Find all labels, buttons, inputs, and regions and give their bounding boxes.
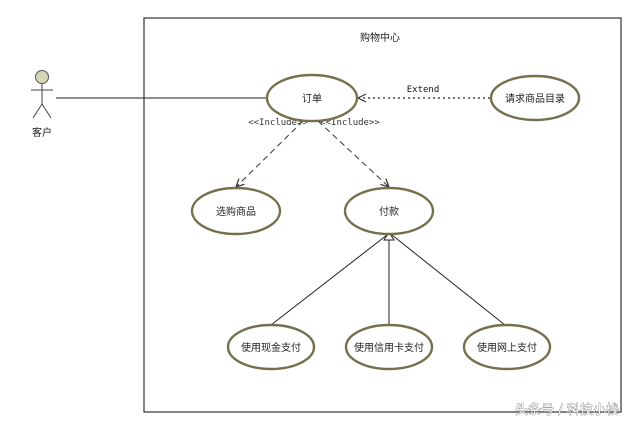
include-label-right: <<Include>> <box>320 118 380 128</box>
generalization-arrowhead <box>383 231 395 241</box>
include-line-select <box>236 120 304 187</box>
include-label-left: <<Include>> <box>248 118 308 128</box>
actor-head <box>35 70 49 84</box>
use-case-pay-credit-card-label: 使用信用卡支付 <box>354 341 424 354</box>
watermark: 头条号 / 科技小栈 <box>515 402 619 418</box>
use-case-order-label: 订单 <box>302 93 322 105</box>
use-case-payment[interactable]: 付款 <box>343 186 435 236</box>
actor-customer[interactable]: 客户 <box>31 70 53 140</box>
use-case-select-goods[interactable]: 选购商品 <box>190 186 282 236</box>
generalization-line-online <box>391 234 506 326</box>
extend-label: Extend <box>407 85 440 95</box>
use-case-pay-credit-card[interactable]: 使用信用卡支付 <box>344 323 434 371</box>
use-case-payment-label: 付款 <box>379 205 399 218</box>
generalization-line-cash <box>270 234 388 326</box>
actor-label: 客户 <box>32 126 52 139</box>
use-case-browse-catalog-label: 请求商品目录 <box>505 92 565 105</box>
use-case-select-goods-label: 选购商品 <box>216 205 256 218</box>
use-case-pay-online-label: 使用网上支付 <box>477 341 537 354</box>
include-line-payment <box>317 120 389 187</box>
use-case-pay-online[interactable]: 使用网上支付 <box>462 323 552 371</box>
use-case-pay-cash[interactable]: 使用现金支付 <box>226 323 316 371</box>
use-case-pay-cash-label: 使用现金支付 <box>241 341 301 354</box>
system-title: 购物中心 <box>360 31 400 44</box>
use-case-order[interactable]: 订单 <box>265 73 359 123</box>
use-case-browse-catalog[interactable]: 请求商品目录 <box>489 74 581 122</box>
